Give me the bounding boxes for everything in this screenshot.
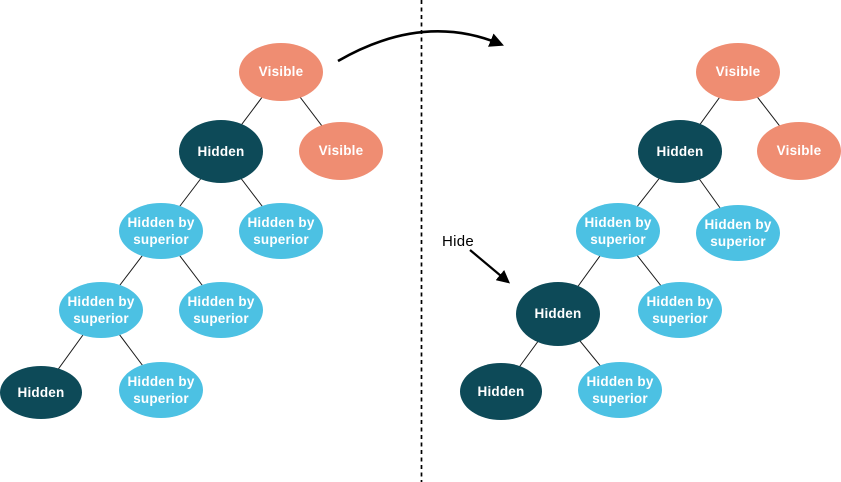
hide-annotation-label: Hide bbox=[442, 233, 475, 250]
tree-node-visible: Visible bbox=[757, 122, 841, 180]
tree-node-hidden-by-superior: Hidden by superior bbox=[239, 203, 323, 259]
tree-node-visible: Visible bbox=[696, 43, 780, 101]
tree-node-hidden-by-superior: Hidden by superior bbox=[696, 205, 780, 261]
tree-node-hidden: Hidden bbox=[638, 120, 722, 183]
tree-node-hidden-by-superior: Hidden by superior bbox=[119, 203, 203, 259]
tree-node-visible: Visible bbox=[239, 43, 323, 101]
tree-node-hidden-by-superior: Hidden by superior bbox=[578, 362, 662, 418]
transition-arrow bbox=[337, 30, 504, 63]
tree-node-hidden-by-superior: Hidden by superior bbox=[179, 282, 263, 338]
tree-node-hidden-by-superior: Hidden by superior bbox=[638, 282, 722, 338]
hide-arrow bbox=[469, 249, 511, 284]
tree-node-hidden-by-superior: Hidden by superior bbox=[576, 203, 660, 259]
tree-node-hidden: Hidden bbox=[460, 363, 542, 420]
tree-node-hidden-by-superior: Hidden by superior bbox=[59, 282, 143, 338]
tree-node-hidden-by-superior: Hidden by superior bbox=[119, 362, 203, 418]
tree-node-hidden: Hidden bbox=[179, 120, 263, 183]
tree-node-hidden: Hidden bbox=[0, 366, 82, 419]
tree-node-hidden: Hidden bbox=[516, 282, 600, 346]
tree-node-visible: Visible bbox=[299, 122, 383, 180]
